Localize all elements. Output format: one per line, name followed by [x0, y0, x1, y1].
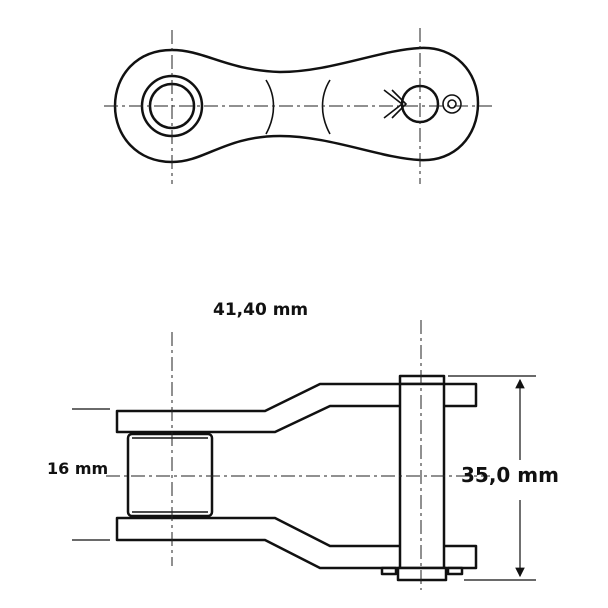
cotter-pin-right — [446, 566, 464, 576]
cotter-pin-legs-inner — [391, 89, 408, 119]
lower-side-plate — [115, 516, 478, 570]
roller — [126, 432, 214, 518]
roller-diameter-label: 16 mm — [47, 459, 108, 478]
top-view-link-plate — [104, 28, 492, 184]
cotter-pin-legs — [383, 89, 404, 119]
cotter-pin-eye — [442, 94, 462, 114]
pin-retainer — [396, 566, 448, 582]
dimension-lines — [72, 375, 536, 581]
width-dimension-label: 35,0 mm — [461, 463, 559, 487]
cotter-pin-eye-inner — [447, 99, 457, 109]
upper-side-plate — [115, 382, 478, 434]
pitch-dimension-label: 41,40 mm — [213, 300, 308, 320]
side-view-link-assembly — [106, 320, 490, 590]
cotter-pin-left — [380, 566, 398, 576]
